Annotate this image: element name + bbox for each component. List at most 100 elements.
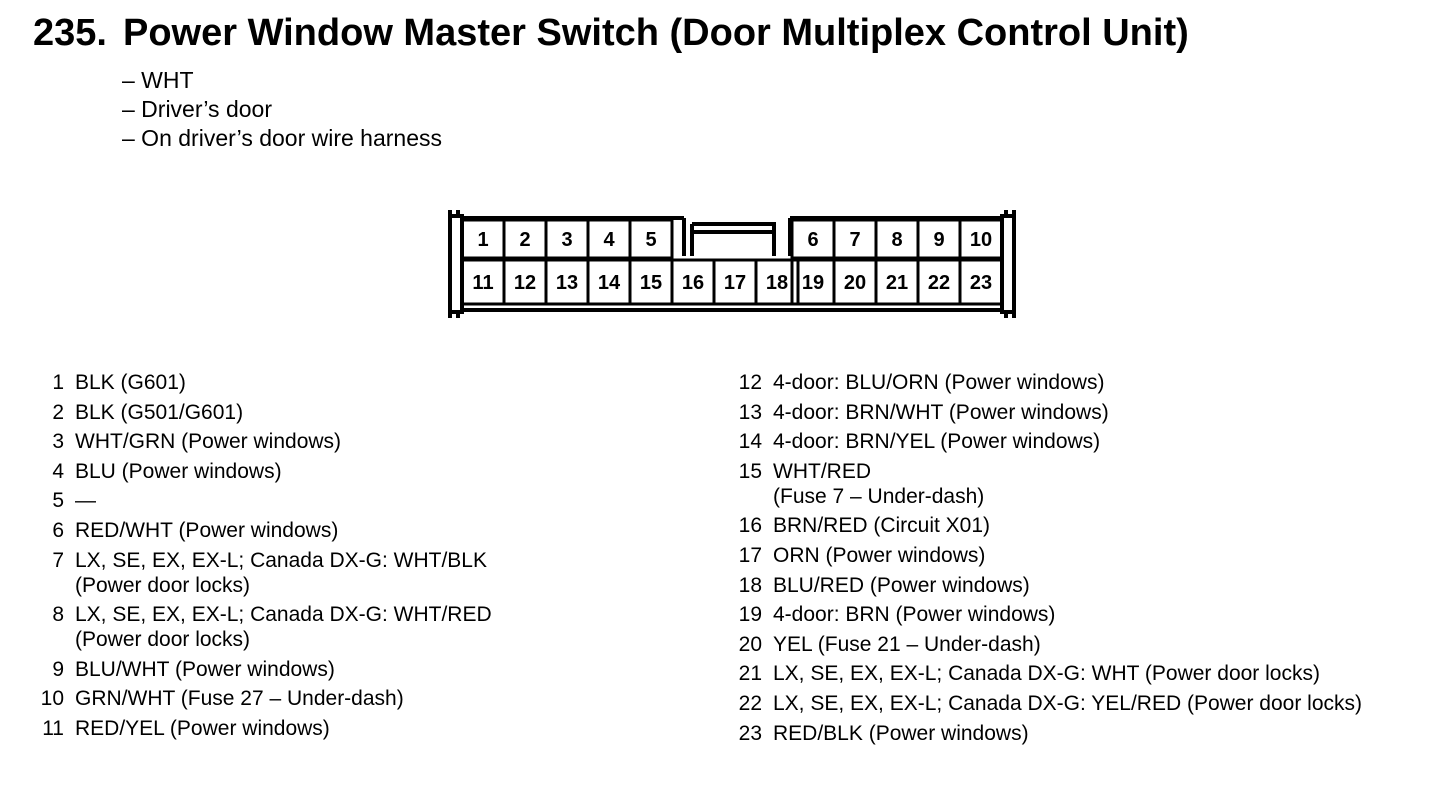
connector-housing — [448, 210, 1016, 318]
terminal-row: 5— — [34, 488, 492, 513]
terminal-row: 4 BLU (Power windows) — [34, 459, 492, 484]
terminal-number-label: 13 — [556, 272, 578, 294]
terminal-row: 20 YEL (Fuse 21 – Under-dash) — [722, 632, 1362, 657]
terminal-number-label: 11 — [472, 272, 493, 294]
terminal-number: 13 — [738, 400, 762, 424]
terminal-number-label: 15 — [640, 272, 662, 294]
terminal-description: BRN/RED (Circuit X01) — [773, 513, 990, 538]
terminal-number: 6 — [52, 518, 64, 542]
terminal-number-label: 1 — [477, 229, 488, 251]
terminal-description: LX, SE, EX, EX-L; Canada DX-G: WHT/BLK(P… — [75, 548, 487, 598]
terminal-description: YEL (Fuse 21 – Under-dash) — [773, 632, 1041, 657]
terminal-number: 12 — [738, 371, 762, 394]
terminal-description-line: BLU (Power windows) — [75, 459, 282, 483]
terminal-description-line: 4-door: BRN/WHT (Power windows) — [773, 400, 1109, 424]
terminal-number: 18 — [738, 573, 762, 597]
terminal-row: 6 RED/WHT (Power windows) — [34, 518, 492, 543]
terminal-description: RED/WHT (Power windows) — [75, 518, 338, 543]
terminal-description-line: 4-door: BLU/ORN (Power windows) — [773, 371, 1105, 394]
terminal-number: 21 — [738, 662, 762, 686]
terminal-number-label: 2 — [519, 229, 530, 251]
terminal-description-line: (Power door locks) — [75, 628, 251, 652]
terminal-description-line: RED/YEL (Power windows) — [75, 716, 330, 740]
terminal-description: ORN (Power windows) — [773, 543, 985, 568]
terminal-number: 22 — [738, 691, 762, 715]
terminal-number-label: 5 — [645, 229, 656, 251]
connector-info: – WHT – Driver’s door – On driver’s door… — [122, 66, 442, 153]
terminal-number: 3 — [52, 430, 64, 454]
terminal-number: 1 — [52, 371, 64, 394]
terminal-row: 11 RED/YEL (Power windows) — [34, 716, 492, 741]
terminal-description: GRN/WHT (Fuse 27 – Under-dash) — [75, 686, 404, 711]
diagram-number: 235. — [33, 12, 107, 54]
terminal-cavity — [958, 258, 1004, 306]
terminal-number-label: 10 — [970, 229, 992, 251]
terminal-number-label: 17 — [724, 272, 746, 294]
terminal-description-line: ORN (Power windows) — [773, 543, 986, 567]
terminal-description-line: WHT/RED — [773, 459, 871, 483]
terminal-number: 7 — [52, 548, 64, 572]
terminal-row: 23 RED/BLK (Power windows) — [722, 721, 1362, 746]
terminal-cavity — [754, 258, 800, 306]
terminal-description-line: — — [75, 489, 96, 513]
terminal-number-label: 21 — [886, 272, 908, 294]
terminal-description: RED/YEL (Power windows) — [75, 716, 330, 741]
terminal-number: 15 — [738, 459, 762, 483]
terminal-description-line: YEL (Fuse 21 – Under-dash) — [773, 632, 1041, 656]
terminal-description: BLU (Power windows) — [75, 459, 282, 484]
terminal-list-right: 12 4-door: BLU/ORN (Power windows) 13 4-doo… — [722, 370, 1362, 750]
terminal-row: 15 WHT/RED(Fuse 7 – Under-dash) — [722, 459, 1362, 509]
connector-color: – WHT — [122, 67, 194, 93]
terminal-description-line: (Power door locks) — [75, 573, 251, 597]
terminal-number: 20 — [738, 632, 762, 656]
terminal-number: 19 — [738, 603, 762, 627]
terminal-description-line: BRN/RED (Circuit X01) — [773, 514, 991, 538]
terminal-number: 14 — [738, 430, 762, 454]
terminal-row: 1 BLK (G601) — [34, 370, 492, 395]
terminal-row: 17 ORN (Power windows) — [722, 543, 1362, 568]
terminal-number: 4 — [52, 459, 64, 483]
terminal-number-label: 4 — [603, 229, 615, 251]
terminal-description: 4-door: BRN/WHT (Power windows) — [773, 400, 1109, 425]
terminal-description: BLU/RED (Power windows) — [773, 573, 1030, 598]
terminal-description-line: (Fuse 7 – Under-dash) — [773, 484, 985, 508]
terminal-description: — — [75, 488, 96, 513]
terminal-number: 23 — [738, 721, 762, 745]
terminal-description-line: LX, SE, EX, EX-L; Canada DX-G: WHT (Powe… — [773, 662, 1320, 686]
terminal-description-line: LX, SE, EX, EX-L; Canada DX-G: WHT/BLK — [75, 548, 487, 572]
terminal-number-label: 9 — [933, 229, 944, 251]
terminal-description-line: RED/WHT (Power windows) — [75, 518, 339, 542]
terminal-number: 11 — [42, 716, 64, 740]
terminal-description-line: LX, SE, EX, EX-L; Canada DX-G: YEL/RED (… — [773, 691, 1363, 715]
terminal-description: RED/BLK (Power windows) — [773, 721, 1029, 746]
terminal-cavity — [628, 218, 674, 260]
terminal-row: 21 LX, SE, EX, EX-L; Canada DX-G: WHT (Po… — [722, 661, 1362, 686]
terminal-description: LX, SE, EX, EX-L; Canada DX-G: WHT/RED(P… — [75, 602, 492, 652]
terminal-description: BLK (G601) — [75, 370, 186, 395]
terminal-number-label: 3 — [561, 229, 572, 251]
terminal-row: 7 LX, SE, EX, EX-L; Canada DX-G: WHT/BLK(… — [34, 548, 492, 598]
terminal-description-line: RED/BLK (Power windows) — [773, 721, 1029, 745]
terminal-description-line: BLK (G601) — [75, 371, 186, 394]
connector-location: – Driver’s door — [122, 96, 272, 122]
connector-harness: – On driver’s door wire harness — [122, 125, 443, 151]
terminal-row: 18 BLU/RED (Power windows) — [722, 573, 1362, 598]
terminal-number: 17 — [738, 543, 762, 567]
terminal-description: 4-door: BLU/ORN (Power windows) — [773, 370, 1104, 395]
terminal-number: 5 — [52, 489, 64, 513]
terminal-number-label: 20 — [844, 272, 866, 294]
terminal-number-label: 22 — [928, 272, 950, 294]
terminal-number-label: 8 — [891, 229, 902, 251]
terminal-number: 9 — [52, 657, 64, 681]
terminal-description-line: 4-door: BRN/YEL (Power windows) — [773, 430, 1101, 454]
terminal-description: BLK (G501/G601) — [75, 400, 243, 425]
